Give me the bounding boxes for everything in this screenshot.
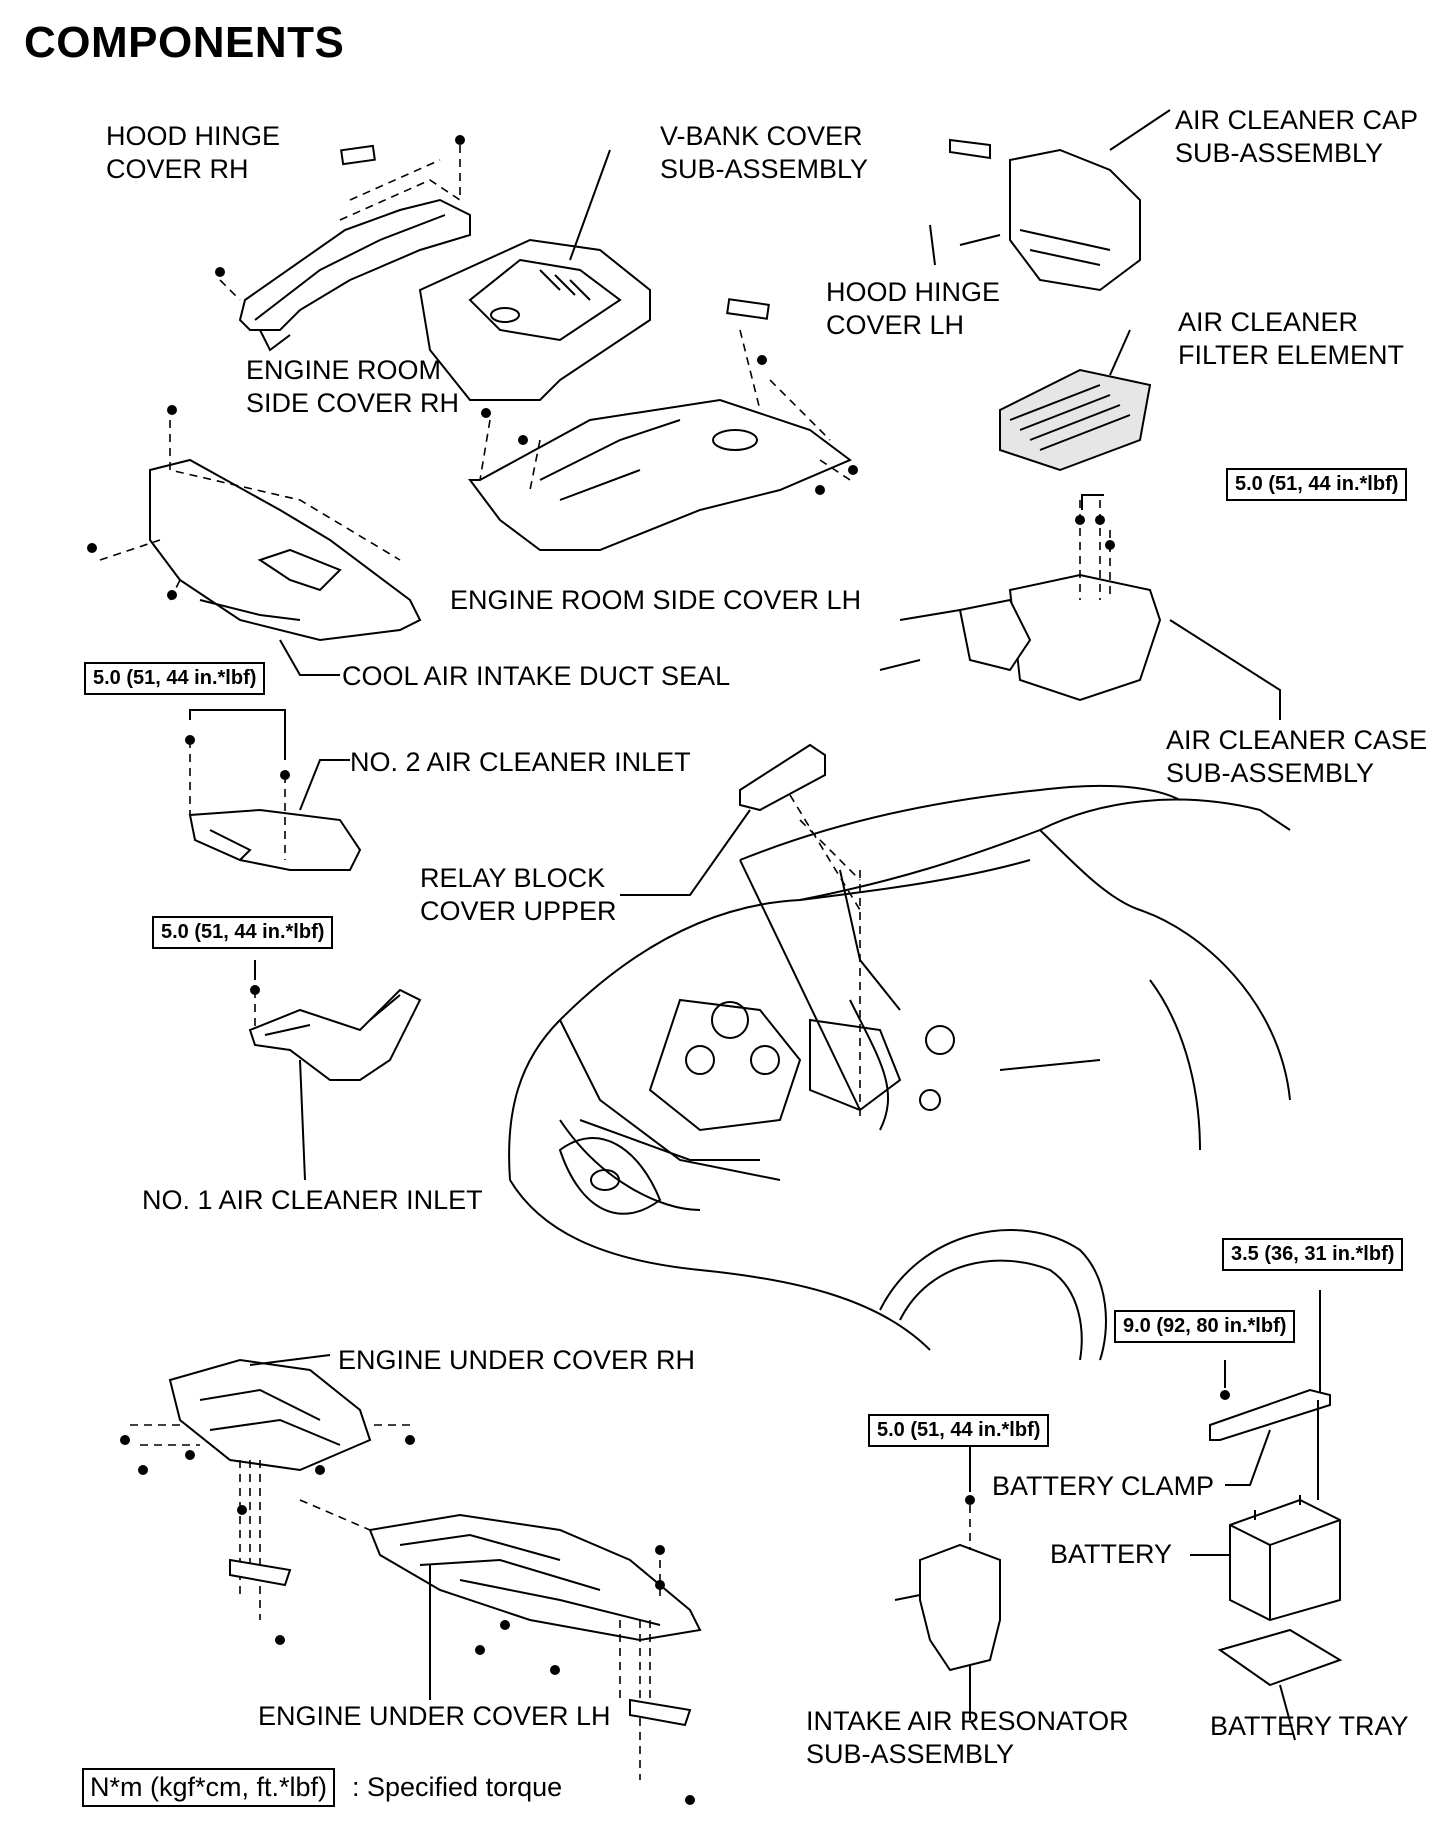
label-line: RELAY BLOCK <box>420 863 606 893</box>
vehicle-outline <box>508 784 1291 1361</box>
label-line: AIR CLEANER <box>1178 307 1359 337</box>
label-air-cleaner-filter: AIR CLEANER FILTER ELEMENT <box>1178 306 1404 372</box>
label-engine-under-cover-lh: ENGINE UNDER COVER LH <box>258 1701 611 1731</box>
intake-air-resonator-shape <box>894 1440 1001 1720</box>
no2-air-cleaner-inlet-shape <box>185 709 362 871</box>
label-air-cleaner-cap: AIR CLEANER CAP SUB-ASSEMBLY <box>1175 104 1418 170</box>
label-line: V-BANK COVER <box>660 121 863 151</box>
label-line: SIDE COVER RH <box>246 388 460 418</box>
label-v-bank-cover: V-BANK COVER SUB-ASSEMBLY <box>660 120 868 186</box>
label-line: SUB-ASSEMBLY <box>660 154 869 184</box>
no1-air-cleaner-inlet-shape <box>248 960 422 1181</box>
torque-battery-clamp-bolt: 9.0 (92, 80 in.*lbf) <box>1114 1310 1296 1343</box>
torque-no2-inlet: 5.0 (51, 44 in.*lbf) <box>84 662 266 695</box>
label-line: SUB-ASSEMBLY <box>806 1739 1015 1769</box>
label-battery-clamp: BATTERY CLAMP <box>992 1471 1215 1501</box>
label-cool-air-intake-duct-seal: COOL AIR INTAKE DUCT SEAL <box>342 661 731 691</box>
label-line: ENGINE ROOM <box>246 355 442 385</box>
label-hood-hinge-cover-lh: HOOD HINGE COVER LH <box>826 276 1000 342</box>
label-intake-air-resonator: INTAKE AIR RESONATOR SUB-ASSEMBLY <box>806 1705 1129 1771</box>
label-line: AIR CLEANER CASE <box>1166 725 1428 755</box>
legend-unit-box: N*m (kgf*cm, ft.*lbf) <box>82 1768 336 1807</box>
torque-air-cleaner-case: 5.0 (51, 44 in.*lbf) <box>1226 468 1408 501</box>
label-engine-room-side-cover-lh: ENGINE ROOM SIDE COVER LH <box>450 585 862 615</box>
label-line: COVER RH <box>106 154 249 184</box>
cool-air-intake-duct-seal-shape <box>87 405 422 676</box>
torque-battery-clamp-nut: 3.5 (36, 31 in.*lbf) <box>1222 1238 1404 1271</box>
label-engine-under-cover-rh: ENGINE UNDER COVER RH <box>338 1345 696 1375</box>
air-cleaner-case-shape <box>879 494 1281 720</box>
legend-text: : Specified torque <box>352 1772 563 1802</box>
label-no2-air-cleaner-inlet: NO. 2 AIR CLEANER INLET <box>350 747 691 777</box>
engine-room-side-cover-lh-shape <box>468 298 858 551</box>
label-engine-room-side-cover-rh: ENGINE ROOM SIDE COVER RH <box>246 354 459 420</box>
label-line: HOOD HINGE <box>106 121 281 151</box>
page-title: COMPONENTS <box>24 18 345 67</box>
label-line: HOOD HINGE <box>826 277 1001 307</box>
engine-room-side-cover-rh-shape <box>215 135 471 352</box>
label-line: SUB-ASSEMBLY <box>1175 138 1384 168</box>
label-air-cleaner-case: AIR CLEANER CASE SUB-ASSEMBLY <box>1166 724 1427 790</box>
label-line: COVER UPPER <box>420 896 617 926</box>
torque-resonator: 5.0 (51, 44 in.*lbf) <box>868 1414 1050 1447</box>
label-relay-block-cover-upper: RELAY BLOCK COVER UPPER <box>420 862 617 928</box>
label-no1-air-cleaner-inlet: NO. 1 AIR CLEANER INLET <box>142 1185 483 1215</box>
battery-assembly-shape <box>1190 1290 1343 1741</box>
label-line: AIR CLEANER CAP <box>1175 105 1419 135</box>
label-battery-tray: BATTERY TRAY <box>1210 1711 1409 1741</box>
torque-no1-inlet: 5.0 (51, 44 in.*lbf) <box>152 916 334 949</box>
engine-under-cover-lh-shape <box>299 1499 702 1805</box>
air-cleaner-cap-shape <box>929 109 1171 292</box>
label-line: COVER LH <box>826 310 965 340</box>
label-line: SUB-ASSEMBLY <box>1166 758 1375 788</box>
label-line: INTAKE AIR RESONATOR <box>806 1706 1129 1736</box>
air-cleaner-filter-shape <box>999 329 1152 472</box>
relay-block-cover-upper-shape <box>620 743 861 911</box>
v-bank-cover-shape <box>418 149 651 401</box>
label-battery: BATTERY <box>1050 1539 1173 1569</box>
engine-under-cover-rh-shape <box>120 1354 415 1645</box>
label-hood-hinge-cover-rh: HOOD HINGE COVER RH <box>106 120 280 186</box>
label-line: FILTER ELEMENT <box>1178 340 1405 370</box>
